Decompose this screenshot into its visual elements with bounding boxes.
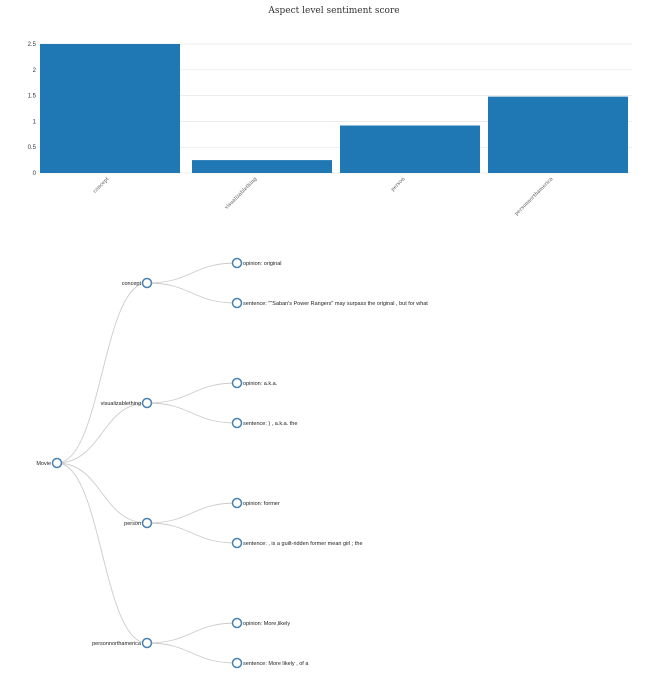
tree-link — [146, 402, 238, 424]
tree-leaf-node[interactable] — [231, 297, 243, 309]
bar-visualizablething — [192, 160, 332, 173]
bar-person — [340, 125, 480, 173]
tree-link — [146, 502, 238, 524]
tree-link — [146, 382, 238, 404]
tree-leaf-label: opinion: original — [243, 261, 282, 267]
x-tick-label: person — [390, 176, 407, 193]
tree-node-label: personnorthamerica — [92, 641, 142, 647]
x-tick-label: concept — [92, 176, 110, 194]
tree-node-concept[interactable] — [141, 277, 153, 289]
tree-leaf-node[interactable] — [231, 657, 243, 669]
tree-node-label: visualizablething — [101, 401, 141, 407]
tree-link — [56, 462, 148, 524]
tree-leaf-label: opinion: More,likely — [243, 621, 290, 627]
y-tick-label: 2 — [33, 68, 37, 74]
tree-link — [56, 402, 148, 464]
y-tick-label: 1 — [33, 119, 37, 125]
tree-leaf-node[interactable] — [231, 377, 243, 389]
tree-leaf-node[interactable] — [231, 617, 243, 629]
tree-leaf-node[interactable] — [231, 417, 243, 429]
tree-leaf-label: sentence: , is a guilt-ridden former mea… — [243, 541, 363, 547]
tree-node-person[interactable] — [141, 517, 153, 529]
tree-leaf-node[interactable] — [231, 497, 243, 509]
tree-leaf-node[interactable] — [231, 257, 243, 269]
tree-leaf-label: sentence: ""Saban's Power Rangers" may s… — [243, 301, 428, 307]
tree-node-visualizablething[interactable] — [141, 397, 153, 409]
y-tick-label: 0.5 — [28, 145, 37, 151]
y-tick-label: 0 — [33, 171, 37, 177]
tree-link — [146, 282, 238, 304]
y-tick-label: 1.5 — [28, 94, 37, 100]
tree-link — [56, 462, 148, 644]
tree-link — [146, 642, 238, 664]
tree-link — [146, 622, 238, 644]
y-tick-label: 2.5 — [28, 42, 37, 48]
chart-title: Aspect level sentiment score — [267, 6, 399, 16]
x-tick-label: visualizablething — [223, 176, 259, 212]
tree-leaf-label: opinion: former — [243, 501, 280, 507]
bar-chart: 0 0.5 1 1.5 2 2.5 concept visualizablething pers… — [28, 42, 632, 217]
bar-concept — [40, 44, 180, 173]
tree-node-label: person — [124, 521, 141, 527]
x-tick-label: personnorthamerica — [514, 176, 555, 217]
tree-leaf-node[interactable] — [231, 537, 243, 549]
tree-node-personnorthamerica[interactable] — [141, 637, 153, 649]
tree-node-root[interactable] — [51, 457, 63, 469]
tree-leaf-label: opinion: a.k.a. — [243, 381, 278, 387]
tree-link — [146, 522, 238, 544]
tree-node-label: concept — [122, 281, 142, 287]
bar-personnorthamerica — [488, 96, 628, 173]
tree-leaf-label: sentence: More likely , of a — [243, 661, 309, 667]
aspect-tree: Movie concept opinion: original sentence: "… — [36, 257, 428, 669]
tree-link — [56, 282, 148, 464]
tree-leaf-label: sentence: ) , a.k.a. the — [243, 421, 297, 427]
tree-node-label: Movie — [36, 461, 51, 467]
tree-link — [146, 262, 238, 284]
